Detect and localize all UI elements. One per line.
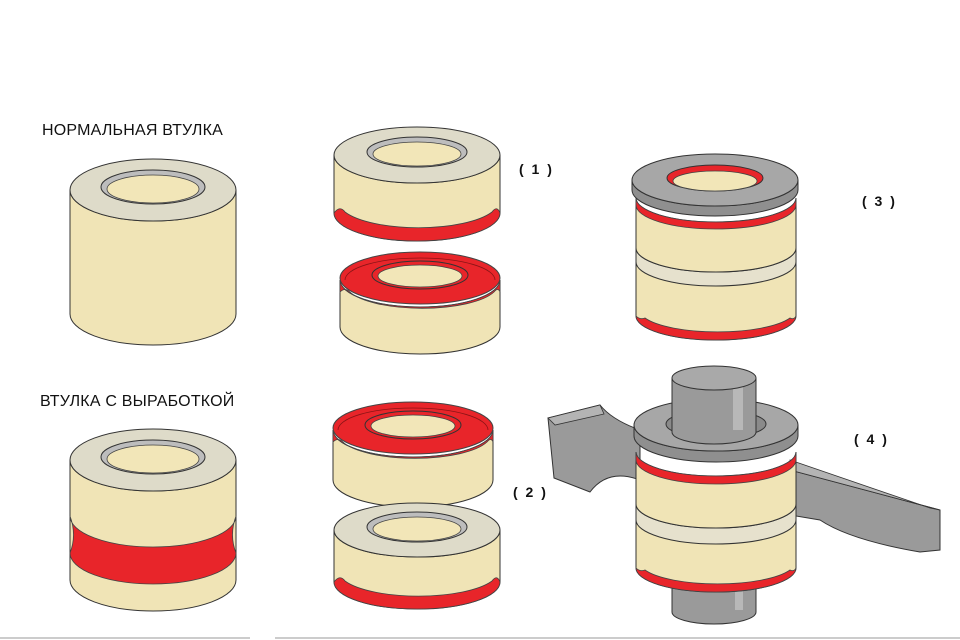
- tag-4: ( 4 ): [854, 431, 889, 447]
- assembly-4: [547, 365, 941, 625]
- bushing-2-lower: [333, 502, 501, 610]
- tag-3: ( 3 ): [862, 193, 897, 209]
- normal-bushing-label: НОРМАЛЬНАЯ ВТУЛКА: [42, 122, 223, 139]
- bushing-2-upper: [332, 401, 494, 508]
- bushing-1-lower: [339, 251, 501, 355]
- tag-1: ( 1 ): [519, 161, 554, 177]
- normal-bushing: [69, 158, 237, 346]
- worn-bushing: [69, 428, 237, 612]
- bushing-1-upper: [333, 126, 501, 242]
- worn-bushing-label: ВТУЛКА С ВЫРАБОТКОЙ: [40, 393, 235, 410]
- assembly-3: [631, 153, 799, 341]
- tag-2: ( 2 ): [513, 484, 548, 500]
